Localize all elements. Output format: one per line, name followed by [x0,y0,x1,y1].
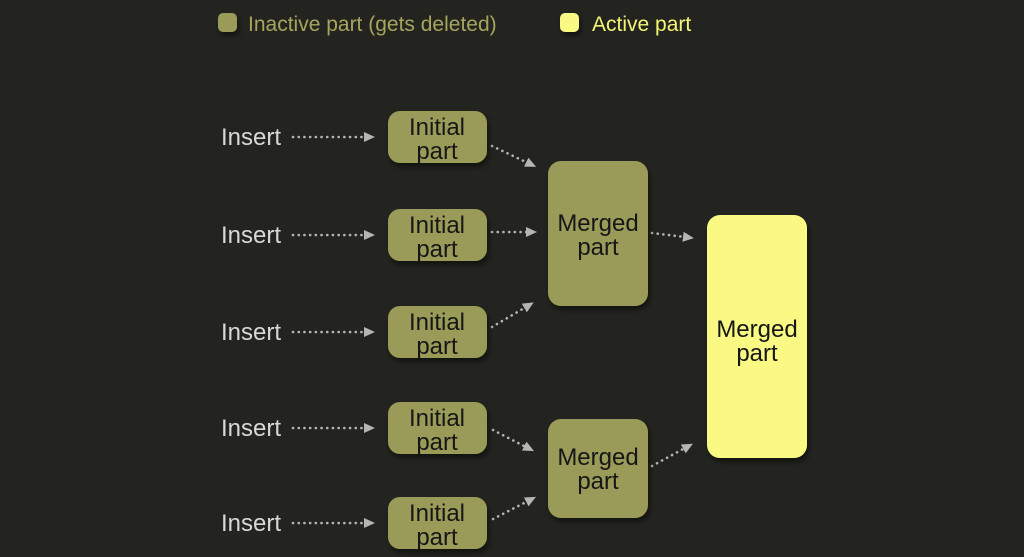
insert-label-4: Insert [221,415,281,442]
initial-part-4-line1: Initial [409,405,465,432]
merged-part-2: Merged part [548,419,648,518]
initial-part-5-box [388,497,487,549]
arrow-merged1-to-final [650,231,694,242]
legend: Inactive part (gets deleted) Active part [218,13,691,36]
initial-part-5-line1: Initial [409,500,465,527]
merged-part-final: Merged part [707,215,807,458]
initial-part-2-line2: part [416,236,458,263]
initial-part-4-box [388,402,487,454]
insert-label-1: Insert [221,124,281,151]
initial-part-4: Initial part [388,402,487,456]
initial-part-3: Initial part [388,306,487,360]
arrows [291,132,694,528]
merged-part-2-box [548,419,648,518]
merged-part-2-line2: part [577,468,619,495]
legend-active-label: Active part [592,13,691,36]
merged-part-final-line1: Merged [716,316,797,343]
insert-label-3: Insert [221,319,281,346]
merged-parts: Merged part Merged part Merged part [548,161,807,518]
legend-active-swatch-icon [560,13,579,32]
arrow-initial1-to-merged1 [490,144,537,167]
initial-parts: Initial part Initial part Initial part I… [388,111,487,551]
arrow-initial5-to-merged2 [491,496,537,521]
initial-part-3-box [388,306,487,358]
merged-part-1-box [548,161,648,306]
initial-part-2: Initial part [388,209,487,263]
initial-part-1: Initial part [388,111,487,165]
insert-label-2: Insert [221,222,281,249]
initial-part-2-box [388,209,487,261]
merged-part-1-line1: Merged [557,210,638,237]
insert-labels: Insert Insert Insert Insert Insert [221,124,281,537]
legend-inactive-label: Inactive part (gets deleted) [248,13,497,36]
insert-label-5: Insert [221,510,281,537]
merged-part-final-line2: part [736,340,778,367]
initial-part-2-line1: Initial [409,212,465,239]
merged-part-1: Merged part [548,161,648,306]
arrow-initial3-to-merged1 [490,302,534,329]
initial-part-1-line1: Initial [409,114,465,141]
initial-part-5: Initial part [388,497,487,551]
initial-part-3-line1: Initial [409,309,465,336]
initial-part-1-line2: part [416,138,458,165]
initial-part-4-line2: part [416,429,458,456]
initial-part-3-line2: part [416,333,458,360]
merged-part-final-box [707,215,807,458]
merged-part-1-line2: part [577,234,619,261]
initial-part-1-box [388,111,487,163]
arrow-initial4-to-merged2 [491,428,535,452]
initial-part-5-line2: part [416,524,458,551]
legend-inactive-swatch-icon [218,13,237,32]
merged-part-2-line1: Merged [557,444,638,471]
arrow-merged2-to-final [650,443,693,468]
